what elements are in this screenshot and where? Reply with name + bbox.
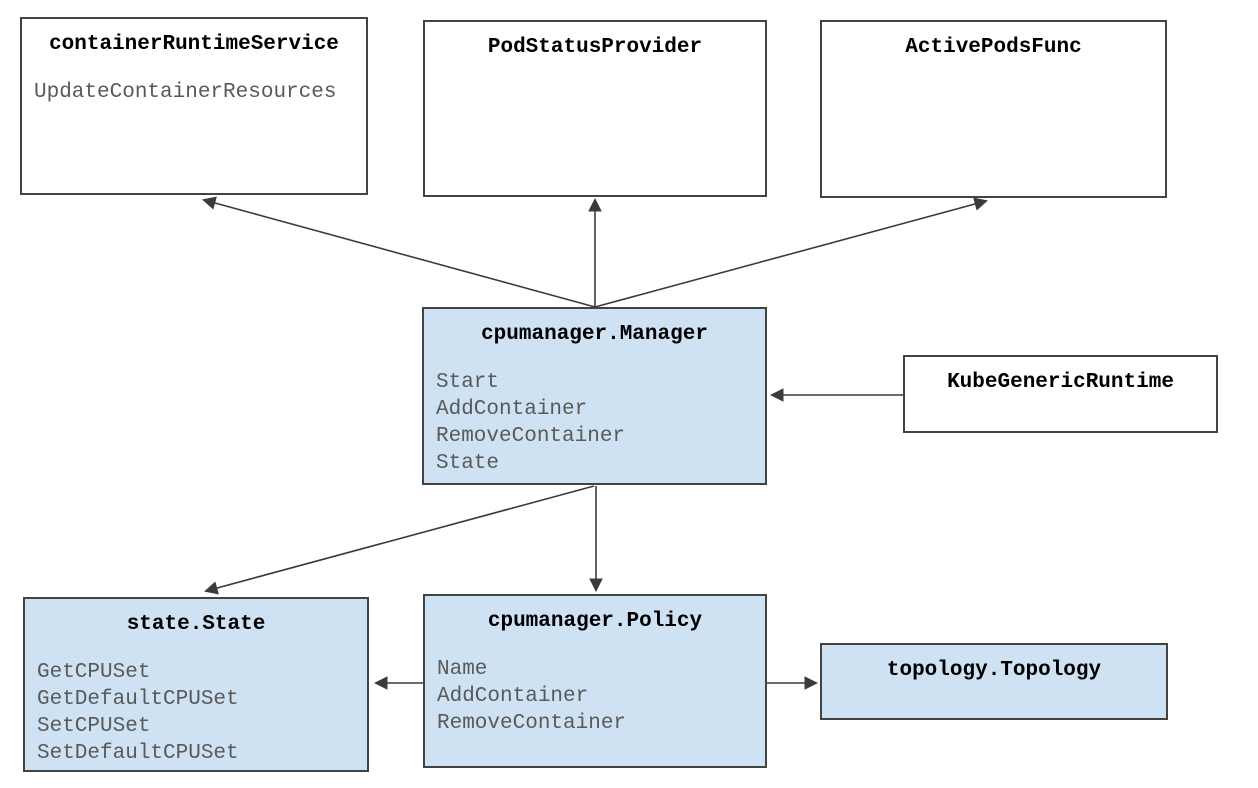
node-cpumanager-policy: cpumanager.Policy Name AddContainer Remo… xyxy=(423,594,767,768)
node-title: PodStatusProvider xyxy=(487,36,703,59)
edge-manager-to-container-runtime-service xyxy=(202,196,596,308)
node-cpumanager-manager: cpumanager.Manager Start AddContainer Re… xyxy=(422,307,767,485)
method-item: AddContainer xyxy=(437,685,589,708)
node-title: KubeGenericRuntime xyxy=(947,371,1174,394)
node-methods: GetCPUSet GetDefaultCPUSet SetCPUSet Set… xyxy=(25,659,367,767)
method-item: AddContainer xyxy=(436,398,588,421)
method-item: SetCPUSet xyxy=(37,715,151,738)
node-title: containerRuntimeService xyxy=(49,33,339,56)
node-title: cpumanager.Manager xyxy=(481,323,708,346)
node-methods: Start AddContainer RemoveContainer State xyxy=(424,369,765,477)
method-item: Start xyxy=(436,371,500,394)
node-title: ActivePodsFunc xyxy=(905,36,1082,59)
node-methods: Name AddContainer RemoveContainer xyxy=(425,656,765,737)
node-active-pods-func: ActivePodsFunc xyxy=(820,20,1167,198)
edge-manager-to-state-state xyxy=(204,485,595,595)
edge-manager-to-active-pods-func xyxy=(594,197,988,308)
node-title: topology.Topology xyxy=(886,659,1102,682)
node-pod-status-provider: PodStatusProvider xyxy=(423,20,767,197)
node-topology-topology: topology.Topology xyxy=(820,643,1168,720)
node-title: state.State xyxy=(126,613,266,636)
node-title: cpumanager.Policy xyxy=(487,610,703,633)
method-item: Name xyxy=(437,658,488,681)
method-item: GetDefaultCPUSet xyxy=(37,688,239,711)
node-methods: UpdateContainerResources xyxy=(22,79,366,106)
method-item: State xyxy=(436,452,500,475)
method-item: RemoveContainer xyxy=(436,425,626,448)
method-item: GetCPUSet xyxy=(37,661,151,684)
node-state-state: state.State GetCPUSet GetDefaultCPUSet S… xyxy=(23,597,369,772)
node-kube-generic-runtime: KubeGenericRuntime xyxy=(903,355,1218,433)
node-container-runtime-service: containerRuntimeService UpdateContainerR… xyxy=(20,17,368,195)
method-item: SetDefaultCPUSet xyxy=(37,742,239,765)
method-item: RemoveContainer xyxy=(437,712,627,735)
method-item: UpdateContainerResources xyxy=(34,81,337,104)
